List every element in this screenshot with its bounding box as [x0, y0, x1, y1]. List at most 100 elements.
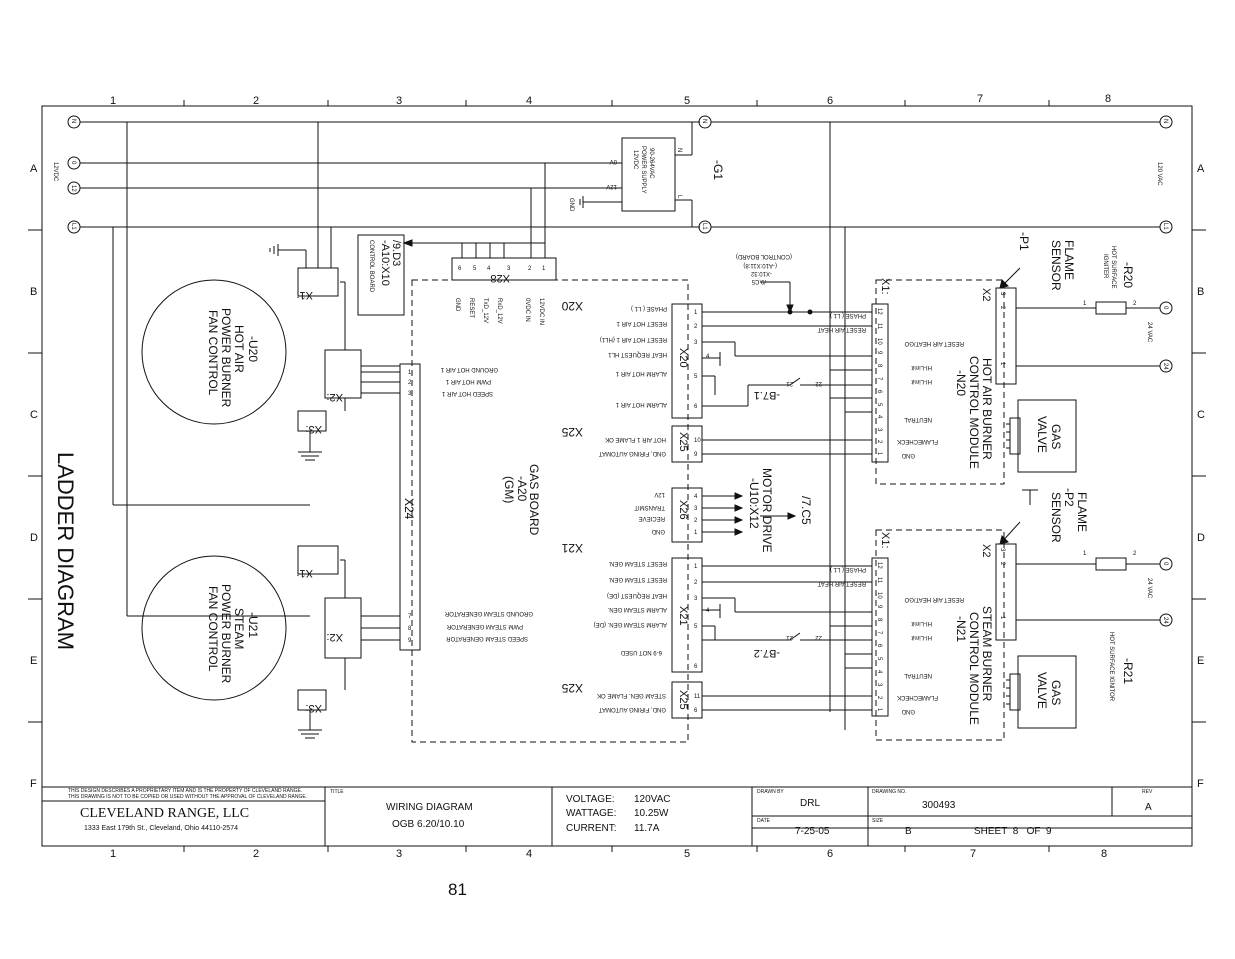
p2-line2: SENSOR [1049, 492, 1063, 543]
x25-bottom-connector [671, 681, 703, 719]
control-board-note-3: -X10:32 [750, 270, 772, 276]
rail-n-left: N [70, 119, 76, 123]
x25-bottom-pin-11: 11 [694, 694, 701, 700]
rail-12-left: 12 [70, 185, 76, 192]
x20-signal-5: ALARM HOT AIR 1 [615, 370, 667, 376]
disclaimer-line1: THIS DESIGN DESCRIBES A PROPRIETARY ITEM… [68, 788, 303, 794]
x25-top-label: X25 [677, 432, 689, 452]
b72-pin-21: 21 [786, 634, 793, 640]
row-label-left-e: E [30, 655, 37, 667]
x21-connector-label: X21 [677, 606, 689, 626]
x25-top-pin-9: 9 [694, 452, 698, 458]
n21-signal-1: PHASE ( L1 ) [830, 566, 866, 572]
n20-line1: HOT AIR BURNER [980, 358, 994, 460]
p2-ref: -P2 [1062, 488, 1076, 507]
u21-motor-circle [141, 555, 287, 701]
n20-signal-7: FLAMECHECK [897, 438, 938, 444]
u21-x3-connector [297, 689, 327, 711]
voltage-value: 120VAC [634, 794, 671, 805]
x28-pin-6: 6 [458, 266, 462, 272]
p1-line1: FLAME [1062, 240, 1076, 280]
n21-x2-connector [995, 543, 1017, 641]
rail-0-left: 0 [70, 161, 76, 165]
n21-x2: X2 [980, 544, 992, 557]
sheet-border [41, 105, 1193, 847]
control-board-note-4: /9.C5 [751, 278, 766, 284]
row-label-right-d: D [1197, 532, 1205, 544]
x26-connector [671, 487, 703, 543]
x24-pin-2: 2 [408, 380, 412, 386]
x28-label: X28 [490, 272, 510, 284]
r21-pin-2: 2 [1133, 551, 1137, 557]
x26-signal-recieve: RECIEVE [639, 515, 665, 521]
x25-bottom-signal-2: GND, FIRING AUTOMAT [599, 706, 666, 712]
x20-pin-5: 5 [694, 374, 698, 380]
size-label: SIZE [872, 818, 884, 824]
power-supply-pin-n: N [676, 148, 682, 152]
ladder-diagram-title: LADDER DIAGRAM [53, 452, 78, 650]
b71-ref: -B7.1 [754, 389, 780, 401]
rail-n-right: N [1162, 119, 1168, 123]
row-label-left-a: A [30, 163, 38, 175]
row-label-left-f: F [30, 778, 37, 790]
title-label: TITLE [330, 789, 344, 795]
rev-value: A [1145, 802, 1152, 813]
gas-board-box [411, 279, 689, 743]
power-supply-out-12v: 12V [606, 183, 617, 189]
u21-x2-label: X2: [326, 631, 343, 643]
rail-l1-mid: L1 [701, 223, 707, 230]
power-supply-box [621, 137, 676, 212]
row-label-right-c: C [1197, 409, 1205, 421]
rev-label: REV [1142, 789, 1153, 795]
x28-signal-12vdc: 12VDC IN [538, 298, 544, 325]
n20-x2-pin-1: 1 [999, 362, 1005, 366]
x20-pin-2: 2 [694, 324, 698, 330]
x20-connector-label: X20 [677, 348, 689, 368]
col-label-bottom-6: 6 [827, 848, 833, 860]
p1-ref: -P1 [1017, 232, 1031, 251]
n20-pin-7: 7 [876, 377, 882, 381]
x21-signal-4: ALARM STEAM GEN. [607, 606, 667, 612]
gas-board-x25-top: X25 [561, 425, 583, 439]
x24-signal-ground-hot-air: GROUND HOT AIR 1 [440, 366, 498, 372]
n21-pin-6: 6 [876, 644, 882, 648]
power-supply-label1: 90-264VAC [648, 148, 654, 179]
wattage-label: WATTAGE: [566, 808, 617, 819]
rail-12vdc-label: 12VDC [52, 162, 58, 182]
u20-x1-connector [297, 267, 339, 297]
col-label-bottom-4: 4 [526, 848, 532, 860]
col-label-top-8: 8 [1105, 93, 1111, 105]
n20-x2: X2 [980, 288, 992, 301]
u21-line1: STEAM [232, 608, 246, 649]
u21-ref: -U21 [246, 612, 260, 638]
col-label-bottom-7: 7 [970, 848, 976, 860]
x20-pin-3: 3 [694, 340, 698, 346]
x21-pin-1: 1 [694, 564, 698, 570]
u21-x2-connector [324, 597, 362, 659]
r20-line2: IGNITER [1102, 254, 1108, 279]
control-board-ref-line1: /9.D3 [390, 240, 402, 266]
u21-line3: FAN CONTROL [206, 586, 220, 672]
rail-l1-left: L1 [70, 223, 76, 230]
gas-valve-top-line2: VALVE [1035, 416, 1049, 453]
n21-x2-pin-1: 1 [999, 616, 1005, 620]
n21-signal-7: FLAMECHECK [897, 694, 938, 700]
x21-pin-2: 2 [694, 580, 698, 586]
x26-pin-2: 2 [694, 518, 698, 524]
n21-pin-1: 1 [876, 708, 882, 712]
col-label-top-3: 3 [396, 95, 402, 107]
n21-signal-2: RESET AIR HEAT [817, 580, 866, 586]
r20-pin-2: 2 [1133, 301, 1137, 307]
r21-line1: HOT SURFACE IGNITOR [1108, 632, 1114, 702]
r21-resistor [1095, 557, 1127, 571]
col-label-bottom-3: 3 [396, 848, 402, 860]
x28-signal-txd: TxD_12V [482, 298, 488, 323]
n21-pin-9: 9 [876, 605, 882, 609]
power-supply-out-0v: 0V [610, 158, 617, 164]
col-label-bottom-5: 5 [684, 848, 690, 860]
b72-pin-22: 22 [815, 634, 822, 640]
x21-signal-3: HEAT REQUEST (DE) [607, 592, 667, 598]
size-value: B [905, 826, 912, 837]
